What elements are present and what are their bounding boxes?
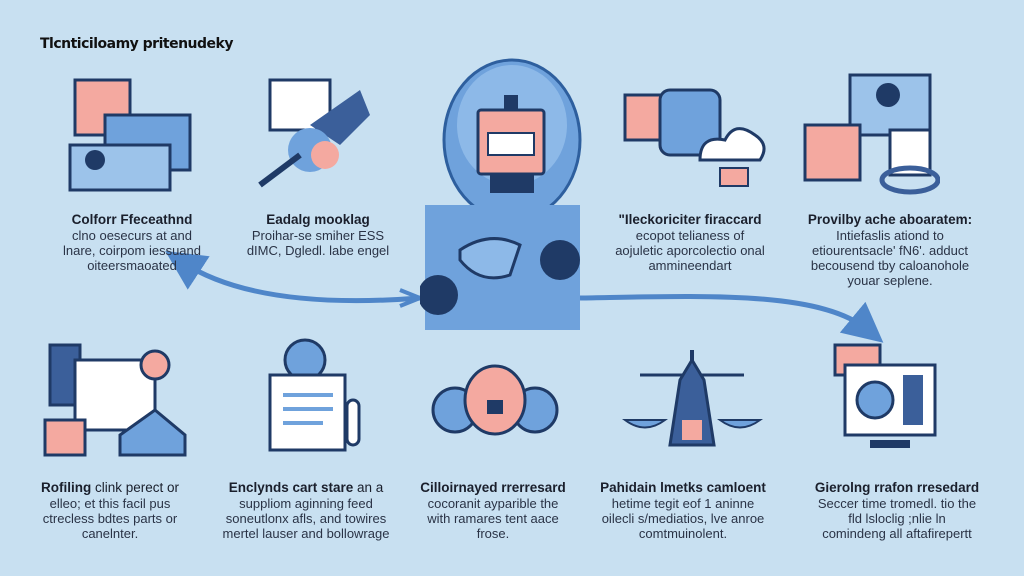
page-title: Tlcnticiloamy pritenudeky [40, 36, 233, 52]
monitor-analytics-icon [833, 343, 937, 448]
card-heading: Gierolng rrafon rresedard [814, 480, 980, 495]
info-card-8: Pahidain lmetks camloent hetime tegit eo… [583, 480, 783, 541]
info-card-9: Gierolng rrafon rresedard Seccer time tr… [797, 480, 997, 541]
info-card-5: Rofiling clink perect or elleo; et this … [40, 480, 180, 541]
card-heading: Enclynds cart stare [228, 480, 354, 495]
info-card-4: Provilby ache aboaratem: Intiefaslis ati… [785, 212, 995, 288]
devices-security-icon [803, 73, 940, 195]
card-heading: Pahidain lmetks camloent [600, 480, 766, 495]
scales-justice-icon [621, 350, 764, 447]
server-user-icon [43, 343, 187, 457]
cloud-lock-icon [623, 88, 766, 187]
info-card-3: "Ileckoriciter firaccard ecopot telianes… [590, 212, 790, 273]
card-heading: Cilloirnayed rrerresard [420, 480, 566, 495]
card-heading: Rofiling [40, 480, 92, 495]
computer-dashboard-icon [68, 78, 192, 192]
left-arrow [165, 251, 421, 304]
central-security-globe [420, 58, 582, 330]
document-network-icon [258, 78, 370, 188]
card-heading: Eadalg mooklag [266, 212, 370, 227]
document-certificate-icon [268, 338, 361, 452]
card-heading: Provilby ache aboaratem: [807, 212, 973, 227]
gears-lock-icon [431, 364, 559, 436]
card-heading: "Ileckoriciter firaccard [618, 212, 762, 227]
info-card-7: Cilloirnayed rrerresard cocoranit aypari… [393, 480, 593, 541]
info-card-6: Enclynds cart stare an a suppliom aginni… [222, 480, 390, 541]
card-heading: Colforr Ffeceathnd [71, 212, 193, 227]
right-arrow [579, 293, 884, 343]
